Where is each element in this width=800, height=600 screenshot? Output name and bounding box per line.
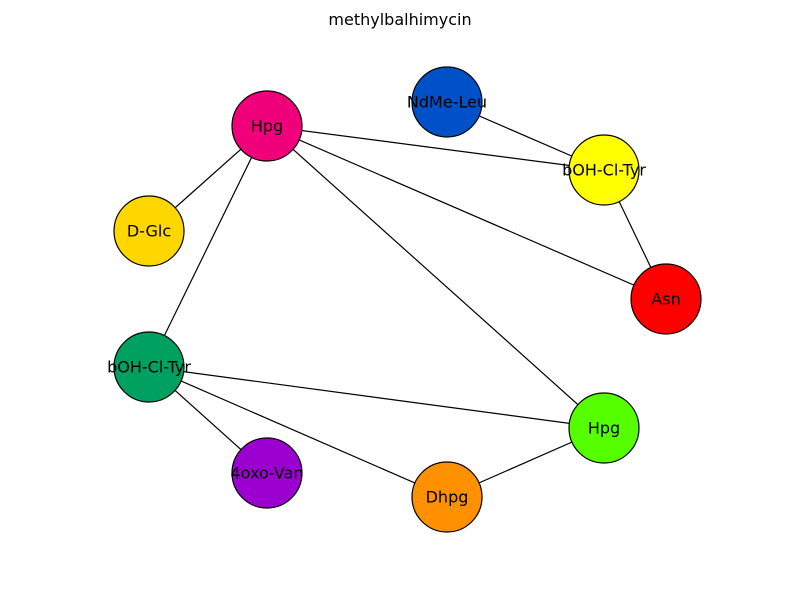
node-label: Asn: [651, 290, 680, 309]
node-circle: [231, 90, 303, 162]
node-circle: [568, 392, 640, 464]
node-circle: [113, 331, 185, 403]
node-n5: Asn: [630, 263, 702, 335]
node-label: D-Glc: [127, 222, 171, 241]
node-n4: D-Glc: [113, 195, 185, 267]
node-circle: [411, 66, 483, 138]
node-n8: 4oxo-Van: [230, 437, 304, 509]
node-circle: [113, 195, 185, 267]
nodes-layer: NdMe-LeuHpgbOH-Cl-TyrD-GlcAsnbOH-Cl-TyrH…: [107, 66, 702, 533]
node-n9: Dhpg: [411, 461, 483, 533]
node-circle: [231, 437, 303, 509]
node-circle: [568, 134, 640, 206]
node-n3: bOH-Cl-Tyr: [562, 134, 646, 206]
node-label: 4oxo-Van: [230, 464, 303, 483]
edge-n2-n3: [266, 125, 605, 171]
node-n2: Hpg: [231, 90, 303, 162]
node-label: Dhpg: [426, 488, 469, 507]
node-n6: bOH-Cl-Tyr: [107, 331, 191, 403]
node-n1: NdMe-Leu: [407, 66, 487, 138]
node-label: bOH-Cl-Tyr: [107, 358, 191, 377]
node-n7: Hpg: [568, 392, 640, 464]
node-label: Hpg: [588, 419, 620, 438]
edge-n6-n7: [148, 366, 605, 429]
edge-n2-n6: [148, 125, 268, 368]
node-circle: [630, 263, 702, 335]
node-label: Hpg: [251, 117, 283, 136]
node-circle: [411, 461, 483, 533]
node-label: NdMe-Leu: [407, 93, 487, 112]
edge-n2-n7: [266, 125, 605, 429]
edge-n2-n5: [266, 125, 667, 300]
graph-title: methylbalhimycin: [328, 10, 471, 29]
node-label: bOH-Cl-Tyr: [562, 161, 646, 180]
edge-n6-n9: [148, 366, 448, 498]
